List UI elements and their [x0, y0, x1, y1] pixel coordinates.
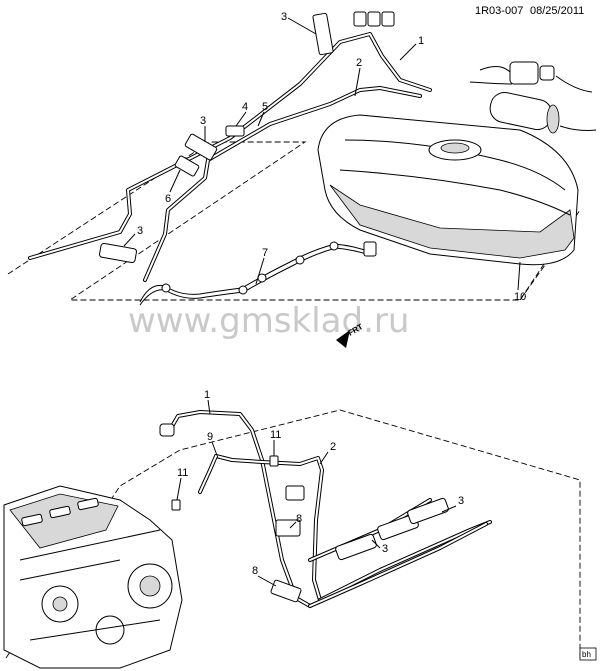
watermark: www.gmsklad.ru	[128, 301, 409, 341]
callout: 8	[252, 565, 258, 577]
callout: 2	[330, 441, 336, 453]
callouts-top: 3 1 2 3 4 5 6 3 7 10	[123, 11, 526, 303]
fuel-line-icon	[28, 32, 432, 282]
callout: 11	[270, 429, 281, 441]
callout: 2	[356, 57, 362, 69]
diagram-ref: 1R03-007	[475, 5, 523, 17]
callout: 11	[177, 467, 188, 479]
callout: 1	[204, 389, 210, 401]
callout: 8	[296, 513, 302, 525]
callout: 3	[382, 543, 388, 555]
callout: 4	[242, 101, 248, 113]
callout: 7	[262, 247, 268, 259]
callout: 3	[281, 11, 287, 23]
callout: 3	[458, 495, 464, 507]
badge-box: bh	[579, 647, 597, 661]
callouts-bottom: 1 9 11 2 11 3 8 3 8	[176, 389, 464, 587]
fuel-tank-icon	[317, 114, 579, 266]
diagram-date: 08/25/2011	[530, 5, 584, 17]
callout: 9	[207, 431, 213, 443]
wiring-harness-icon	[139, 241, 377, 306]
engine-icon	[3, 485, 183, 669]
callout: 10	[514, 291, 526, 303]
pipe-clip-icon	[99, 11, 395, 264]
callout: 5	[262, 101, 268, 113]
pipe-clip-icon	[159, 423, 449, 603]
badge-label: bh	[582, 650, 591, 659]
evap-canister-icon	[469, 61, 597, 134]
callout: 3	[137, 225, 143, 237]
group-outline-top-leader	[519, 229, 571, 301]
evap-line-icon	[168, 410, 492, 608]
callout: 6	[165, 193, 171, 205]
callout: 1	[418, 35, 424, 47]
callout: 3	[200, 115, 206, 127]
